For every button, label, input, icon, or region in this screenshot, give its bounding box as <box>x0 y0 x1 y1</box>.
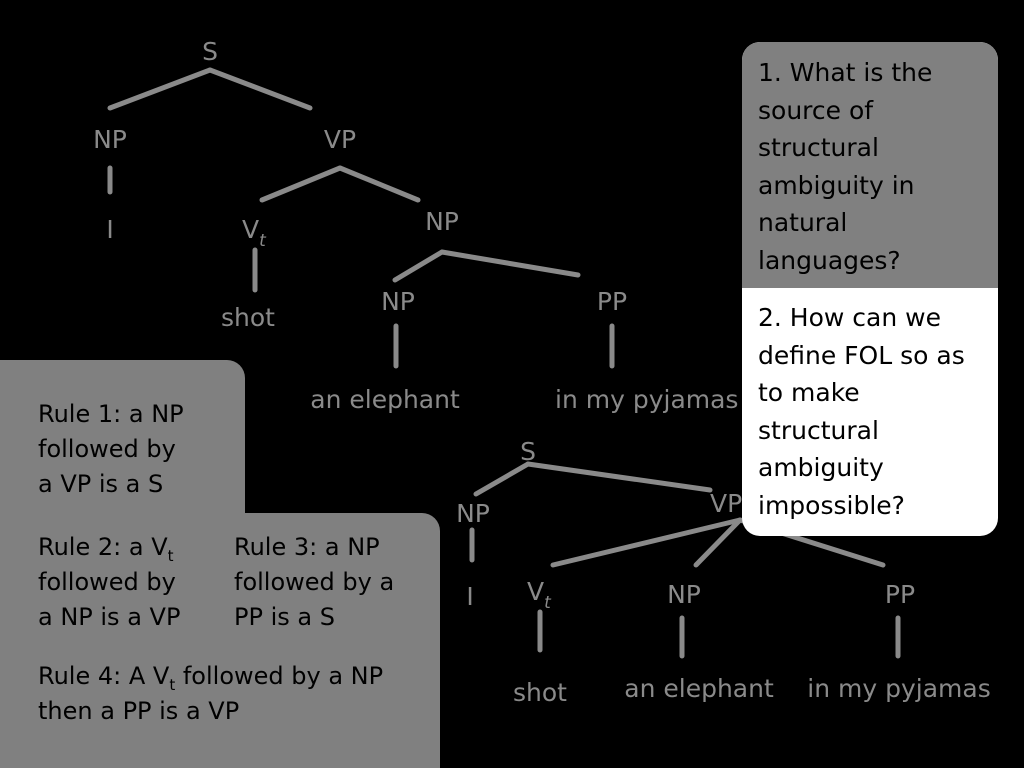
tree2-edge-vp-vt <box>550 517 743 568</box>
question-2-line-2: define FOL so as <box>758 340 965 370</box>
question-1-line-2: source of <box>758 95 874 125</box>
tree2-words-an-elephant: an elephant <box>624 674 774 703</box>
tree2-node-s: S <box>520 437 536 466</box>
rule-4-line-2: then a PP is a VP <box>38 697 240 725</box>
tree1-edge-vp-np <box>337 165 421 203</box>
question-1-panel: 1. What is the source of structural ambi… <box>742 42 998 288</box>
tree1-edge-vp-vt <box>259 165 343 203</box>
tree1-word-i: I <box>106 215 113 244</box>
tree2-words-in-my-pyjamas: in my pyjamas <box>807 674 990 703</box>
question-2-line-5: ambiguity <box>758 453 884 482</box>
rules-panel-bottom <box>0 513 440 768</box>
rule-3-line-3: PP is a S <box>234 603 335 631</box>
rule-4-line-1: Rule 4: A Vt followed by a NP <box>38 662 384 694</box>
tree1-node-pp: PP <box>597 287 627 316</box>
tree2-edge-s-vp <box>525 461 713 493</box>
question-1-line-1: 1. What is the <box>758 58 933 87</box>
tree1-words-in-my-pyjamas: in my pyjamas <box>555 385 738 414</box>
tree1-edge-np-np <box>392 249 445 283</box>
rule-1: Rule 1: a NP followed by a VP is a S <box>38 397 184 502</box>
rule-1-line-2: followed by <box>38 435 176 463</box>
question-2-line-3: to make <box>758 378 860 407</box>
question-2-line-4: structural <box>758 415 879 445</box>
questions-box: 1. What is the source of structural ambi… <box>742 42 998 536</box>
rule-1-line-1: Rule 1: a NP <box>38 400 184 428</box>
question-2-line-6: impossible? <box>758 490 905 520</box>
tree2-node-vp: VP <box>710 489 742 518</box>
question-2-text: 2. How can we define FOL so as to make s… <box>758 299 965 524</box>
tree2-node-np: NP <box>667 580 701 609</box>
rule-1-line-3: a VP is a S <box>38 470 164 498</box>
question-2-line-1: 2. How can we <box>758 303 941 332</box>
tree1-node-s: S <box>202 37 218 66</box>
tree2-word-shot: shot <box>513 678 567 707</box>
tree2-node-vt: Vt <box>527 577 552 613</box>
rule-3-line-2: followed by a <box>234 568 395 596</box>
tree1-edge-np-pp <box>439 249 581 278</box>
tree2-edge-s-np <box>473 461 531 497</box>
rule-2-line-2: followed by <box>38 568 176 596</box>
tree2-node-np-subj: NP <box>456 499 490 528</box>
tree1-word-shot: shot <box>221 303 275 332</box>
tree1-node-np-inner: NP <box>381 287 415 316</box>
tree1-edge-s-np <box>107 67 213 111</box>
question-1-text: 1. What is the source of structural ambi… <box>758 54 932 279</box>
tree1-words-an-elephant: an elephant <box>310 385 460 414</box>
rule-3: Rule 3: a NP followed by a PP is a S <box>234 530 394 635</box>
tree2-edge-vp-np <box>693 517 743 568</box>
rule-2-line-3: a NP is a VP <box>38 603 181 631</box>
tree2-word-i: I <box>466 582 473 611</box>
question-1-line-3: structural <box>758 133 879 162</box>
rule-2-line-1: Rule 2: a Vt <box>38 533 174 565</box>
question-1-line-4: ambiguity in <box>758 170 915 200</box>
tree1-edge-s-vp <box>207 67 313 111</box>
rule-3-line-1: Rule 3: a NP <box>234 533 380 561</box>
question-1-line-6: languages? <box>758 245 901 275</box>
tree1-node-np-subj: NP <box>93 125 127 154</box>
rule-4: Rule 4: A Vt followed by a NP then a PP … <box>38 659 383 729</box>
tree1-node-vp: VP <box>324 125 356 154</box>
question-1-line-5: natural <box>758 208 848 237</box>
tree1-edges <box>107 67 615 369</box>
tree2-labels: S NP VP I Vt NP PP shot an elephant in m… <box>456 437 991 707</box>
rule-2: Rule 2: a Vt followed by a NP is a VP <box>38 530 180 635</box>
tree2-node-pp: PP <box>885 580 915 609</box>
tree1-node-np-obj: NP <box>425 207 459 236</box>
tree1-node-vt: Vt <box>242 215 267 251</box>
tree1-labels: S NP VP I Vt NP shot NP PP an elephant i… <box>93 37 738 414</box>
